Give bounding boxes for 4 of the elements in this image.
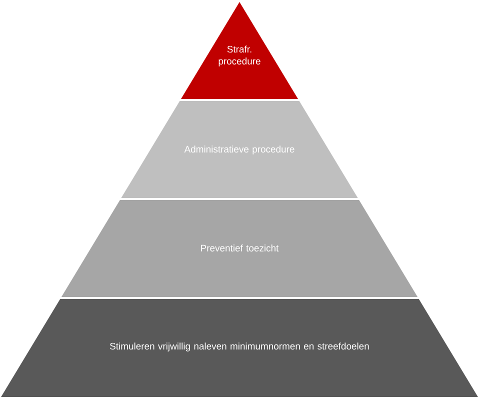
pyramid-level: Stimuleren vrijwillig naleven minimumnormen en streefdoelen <box>1 299 478 397</box>
pyramid-level: Strafr. procedure <box>180 2 298 99</box>
pyramid-level: Administratieve procedure <box>121 101 358 198</box>
pyramid-level: Preventief toezicht <box>61 200 418 297</box>
